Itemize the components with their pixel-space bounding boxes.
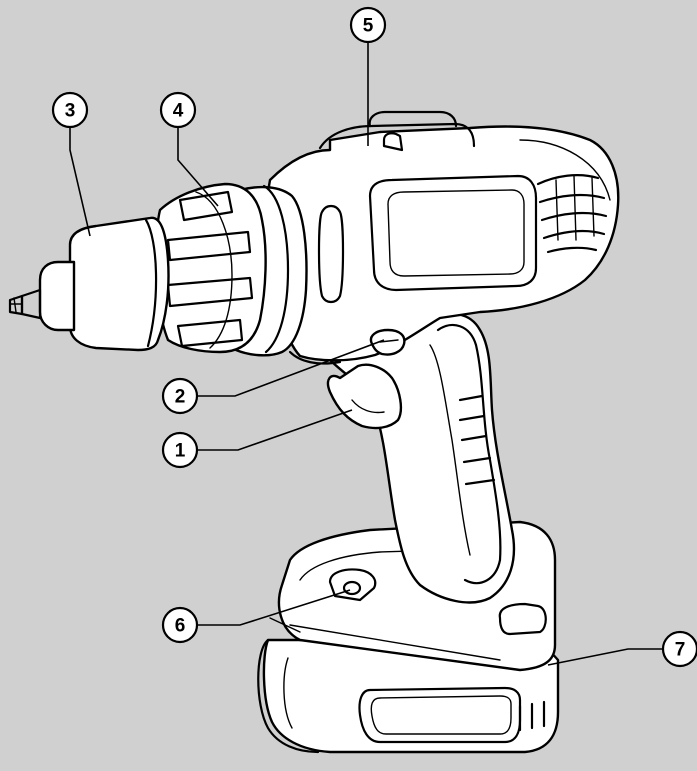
callout-6: 6 [161,606,199,644]
callout-4: 4 [159,91,197,129]
chuck [8,216,170,352]
callout-2: 2 [161,377,199,415]
callout-5: 5 [349,6,387,44]
callout-1: 1 [161,431,199,469]
callout-3: 3 [51,91,89,129]
callout-label-7: 7 [675,640,686,661]
leader-3 [69,126,91,237]
leader-6 [197,589,351,626]
callout-label-2: 2 [175,387,186,408]
trigger [326,363,403,430]
leader-2 [197,339,385,397]
leader-4 [177,126,219,207]
leader-lines [69,42,664,666]
callout-label-1: 1 [175,441,186,462]
motor-housing [266,110,620,365]
callout-label-4: 4 [173,101,184,122]
callout-7: 7 [661,630,697,668]
callout-label-6: 6 [175,616,186,637]
leader-7 [547,648,664,666]
callout-label-5: 5 [363,16,374,37]
callout-label-3: 3 [65,101,76,122]
leader-1 [197,409,353,451]
torque-collar [154,182,308,357]
battery-pack [257,520,560,754]
